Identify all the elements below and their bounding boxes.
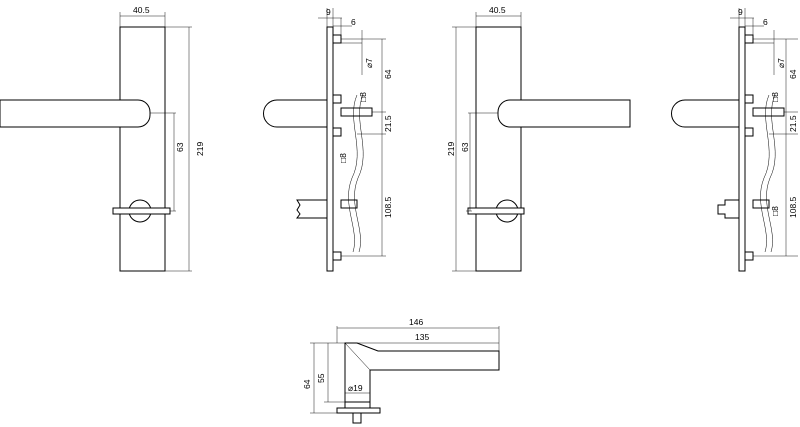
dim-dia-label: ⌀7 — [776, 58, 786, 68]
dim-height-label: 219 — [195, 142, 205, 156]
dim-h-inner-label: 55 — [316, 373, 326, 383]
thumbturn-side — [717, 199, 740, 219]
dim-upper-label: 64 — [788, 69, 798, 79]
lever-handle — [0, 99, 151, 128]
side-plate — [326, 26, 334, 272]
lever-end-round — [263, 99, 328, 128]
dim-height-label: 219 — [446, 142, 456, 156]
dim-lower-label: 108.5 — [788, 196, 798, 218]
square-upper-label: □8 — [358, 92, 368, 102]
dim-len-inner-label: 135 — [415, 332, 429, 342]
pin-mid — [332, 127, 342, 137]
dim-spacing-label: 63 — [175, 142, 185, 152]
dim-top-b-label: 6 — [351, 17, 356, 27]
dim-width-label: 40.5 — [489, 5, 506, 15]
dim-spacing-label: 63 — [460, 142, 470, 152]
pin-top — [744, 34, 754, 44]
thumbturn-bar — [467, 207, 525, 215]
pin-bottom — [332, 251, 342, 261]
thumbturn-side — [296, 199, 328, 219]
lever-end-round — [671, 99, 740, 128]
side-view-left: 9 6 ⌀7 64 21.5 108.5 □8 □8 — [263, 7, 393, 272]
dim-width-label: 40.5 — [133, 5, 150, 15]
thumbturn-bar — [112, 207, 171, 215]
dim-top-a-label: 9 — [738, 7, 743, 17]
front-view-left: 40.5 63 219 — [0, 5, 205, 272]
spindle-upper — [340, 107, 373, 117]
rose-base — [336, 407, 381, 414]
square-upper-label: □8 — [770, 92, 780, 102]
dim-mid-label: 21.5 — [788, 115, 798, 132]
break-line-a — [760, 94, 770, 253]
pin-bottom — [744, 251, 754, 261]
side-plate — [738, 26, 746, 272]
spindle-upper — [752, 107, 785, 117]
front-view-right: 40.5 63 219 — [446, 5, 631, 272]
break-line-b — [354, 94, 364, 253]
pin-mid — [744, 127, 754, 137]
pin-upper — [744, 94, 754, 104]
dim-len-outer-label: 146 — [409, 317, 423, 327]
dim-h-outer-label: 64 — [302, 379, 312, 389]
top-view-lever: 146 135 64 55 ⌀19 — [302, 317, 500, 424]
lever-handle — [497, 99, 631, 128]
spindle-lower — [752, 199, 770, 209]
break-line-b — [766, 94, 776, 253]
spindle-lower — [340, 199, 358, 209]
backplate — [119, 26, 166, 272]
backplate — [475, 26, 522, 272]
spindle-stub — [352, 412, 362, 424]
side-view-right: 9 6 ⌀7 64 21.5 108.5 □8 □8 — [671, 7, 798, 272]
dim-lower-label: 108.5 — [383, 196, 393, 218]
rose-collar — [344, 401, 371, 409]
pin-upper — [332, 94, 342, 104]
square-lower-label: □8 — [338, 153, 348, 163]
pin-top — [332, 34, 342, 44]
dim-dia-label: ⌀7 — [364, 58, 374, 68]
dim-dia-label: ⌀19 — [348, 383, 363, 393]
dim-top-a-label: 9 — [326, 7, 331, 17]
break-line-a — [348, 94, 358, 253]
lever-bend — [344, 342, 371, 371]
square-lower-label: □8 — [770, 206, 780, 216]
dim-top-b-label: 6 — [763, 17, 768, 27]
dim-upper-label: 64 — [383, 69, 393, 79]
dim-mid-label: 21.5 — [383, 115, 393, 132]
